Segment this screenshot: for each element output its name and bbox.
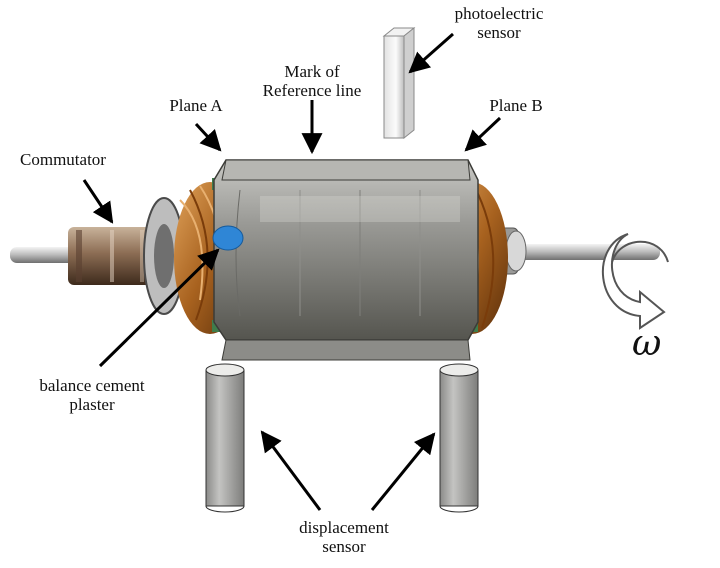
arrow-displacement-left xyxy=(260,430,322,511)
mark-line1: Mark of xyxy=(284,62,340,81)
mark-line2: Reference line xyxy=(262,81,362,100)
balance-line1: balance cement xyxy=(39,376,145,395)
commutator-part xyxy=(68,227,164,285)
commutator-label: Commutator xyxy=(20,150,106,169)
reference-line-label: Mark of Reference line xyxy=(244,62,380,100)
arrow-photoelectric xyxy=(408,32,454,74)
plane-a-label: Plane A xyxy=(169,96,223,115)
photoelectric-sensor-label: photoelectric sensor xyxy=(444,4,554,42)
balance-cement-label: balance cement plaster xyxy=(22,376,162,414)
photoelectric-line2: sensor xyxy=(477,23,521,42)
arrow-plane-b xyxy=(464,116,502,152)
omega-symbol: ω xyxy=(632,323,662,364)
arrow-displacement-right xyxy=(370,432,436,511)
displacement-sensor-left xyxy=(205,363,245,513)
arrow-plane-a xyxy=(194,122,222,152)
displacement-line1: displacement xyxy=(299,518,389,537)
displacement-sensor-right xyxy=(439,363,479,513)
arrow-commutator xyxy=(82,179,114,224)
arrow-balance-cement xyxy=(98,248,220,368)
plane-b-label: Plane B xyxy=(489,96,543,115)
balance-cement-blob xyxy=(212,225,244,251)
photoelectric-sensor-bar xyxy=(382,26,416,140)
displacement-line2: sensor xyxy=(322,537,366,556)
photoelectric-line1: photoelectric xyxy=(454,4,544,23)
laminated-core xyxy=(213,159,479,361)
displacement-sensor-label: displacement sensor xyxy=(284,518,404,556)
balance-line2: plaster xyxy=(69,395,115,414)
rotation-arrow xyxy=(601,233,669,330)
